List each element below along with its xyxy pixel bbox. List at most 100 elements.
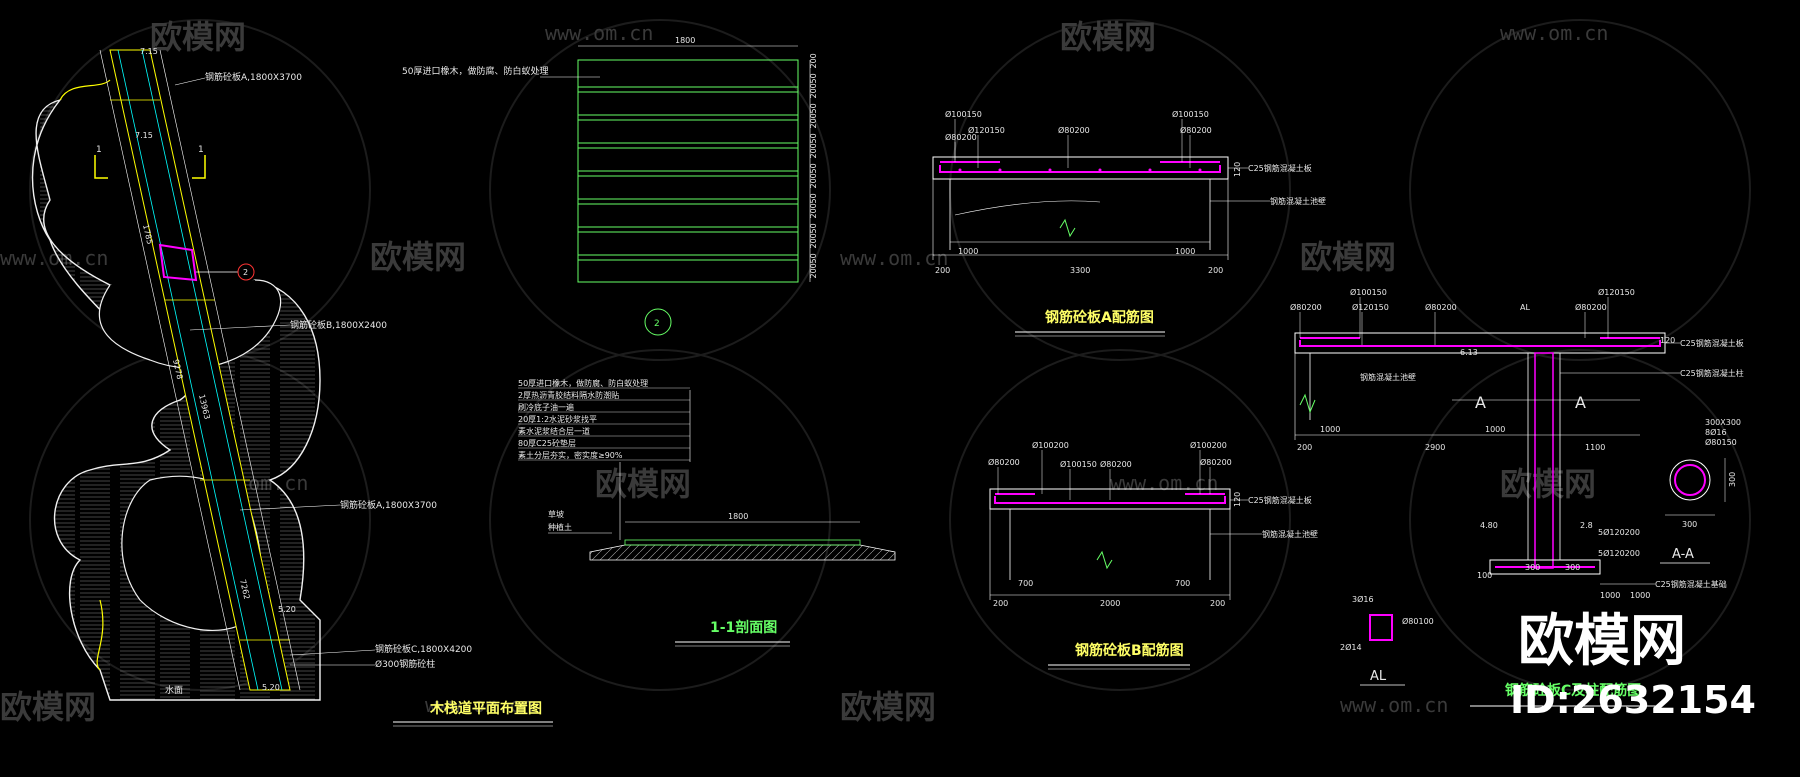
slab-c-rebar: Ø120150 (1352, 302, 1389, 312)
section-layer-note: 刷冷底子油一遍 (518, 402, 574, 412)
deck-plank-dim: 50 (809, 133, 818, 143)
deck-plank-dim: 200 (809, 233, 818, 248)
slab-a-rebar-detail: Ø100150Ø120150Ø80200Ø80200Ø100150Ø80200 … (932, 109, 1326, 337)
label-slab-a-mid: 钢筋砼板A,1800X3700 (340, 499, 437, 511)
deck-plank-detail: 1800 20050200502005020050200502005020050… (402, 36, 818, 336)
section-layer-note: 80厚C25砼垫层 (518, 438, 576, 448)
slab-b-rebar: Ø100150 (1060, 459, 1097, 469)
slab-b-dim: 200 (1210, 599, 1225, 608)
slab-c-dim: 120 (1660, 336, 1675, 345)
slab-c-dim: 1100 (1585, 443, 1605, 452)
section-1-1: 50厚进口橡木，做防腐、防白蚁处理2厚热沥青胶结料隔水防潮贴刷冷底子油一遍20厚… (518, 378, 896, 647)
section-mark-right: 1 (198, 145, 204, 155)
slab-a-rebar: Ø80200 (945, 132, 977, 142)
deck-plank-dim: 200 (809, 203, 818, 218)
slab-c-title: 钢筋砼板C及柱配筋图 (1505, 682, 1641, 699)
deck-plank-dim: 200 (809, 113, 818, 128)
section-layer-note: 2厚热沥青胶结料隔水防潮贴 (518, 390, 619, 400)
slab-c-mark: A (1575, 393, 1586, 412)
plan-dim: 5.20 (278, 605, 296, 614)
section-layer-notes: 50厚进口橡木，做防腐、防白蚁处理2厚热沥青胶结料隔水防潮贴刷冷底子油一遍20厚… (518, 378, 690, 461)
label-slab-b: 钢筋砼板B,1800X2400 (290, 319, 387, 331)
slab-c-rebar: Ø80200 (1425, 302, 1457, 312)
aa-rebar: Ø80150 (1705, 437, 1737, 447)
slab-a-rebar: Ø80200 (1180, 125, 1212, 135)
aa-dim: 300 (1728, 472, 1737, 487)
slab-c-dim: 100 (1477, 571, 1492, 580)
label-column: Ø300钢筋砼柱 (375, 658, 435, 670)
slab-a-rebar: Ø100150 (945, 109, 982, 119)
slab-a-dim: 200 (935, 266, 950, 275)
deck-plank-dim: 200 (809, 53, 818, 68)
slab-c-dim: 300 (1565, 563, 1580, 572)
slab-b-thickness: 120 (1233, 492, 1242, 507)
section-side-label: 草坡 (548, 509, 564, 519)
deck-plank-dim: 50 (809, 223, 818, 233)
watermark-brand: 欧模网 (150, 18, 246, 56)
plan-title: 木栈道平面布置图 (429, 700, 542, 717)
section-layer-note: 50厚进口橡木，做防腐、防白蚁处理 (518, 378, 648, 388)
slab-c-dim: 1000 (1600, 591, 1620, 600)
deck-plank-dim: 200 (809, 263, 818, 278)
watermark-site: www.om.cn (840, 246, 948, 270)
watermark-brand: 欧模网 (1060, 18, 1156, 56)
deck-plank-dim: 50 (809, 253, 818, 263)
slab-c-dim: 1000 (1485, 425, 1505, 434)
slab-b-note: C25钢筋混凝土板 (1248, 495, 1312, 505)
slab-b-note: 钢筋混凝土池壁 (1262, 529, 1318, 539)
deck-plank-dim: 50 (809, 73, 818, 83)
slab-a-thickness: 120 (1233, 162, 1242, 177)
deck-detail-number: 2 (654, 319, 660, 329)
slab-a-rebar: Ø100150 (1172, 109, 1209, 119)
label-slab-c: 钢筋砼板C,1800X4200 (375, 643, 472, 655)
aa-dim: 300 (1682, 520, 1697, 529)
plan-dim: 7262 (238, 578, 251, 600)
label-slab-a-top: 钢筋砼板A,1800X3700 (205, 71, 302, 83)
slab-a-note: C25钢筋混凝土板 (1248, 163, 1312, 173)
slab-c-note: 钢筋混凝土池壁 (1360, 372, 1416, 382)
al-rebar: Ø80100 (1402, 616, 1434, 626)
slab-c-mark: A (1475, 393, 1486, 412)
slab-a-note: 钢筋混凝土池壁 (1270, 196, 1326, 206)
watermark-site: www.om.cn (1340, 693, 1448, 717)
slab-c-dim: 2900 (1425, 443, 1445, 452)
plan-dim: 7.15 (140, 47, 158, 56)
slab-b-rebar: Ø80200 (1100, 459, 1132, 469)
aa-rebar: 8Ø16 (1705, 427, 1727, 437)
watermark-site: www.om.cn (1110, 471, 1218, 495)
slab-a-dim: 1000 (1175, 247, 1195, 256)
slab-b-dim: 200 (993, 599, 1008, 608)
slab-c-base-rebar: 5Ø120200 (1598, 527, 1640, 537)
plan-dim: 9278 (171, 358, 184, 380)
slab-c-rebar: Ø120150 (1598, 287, 1635, 297)
slab-c-dim: 1000 (1320, 425, 1340, 434)
section-width-dim: 1800 (728, 512, 748, 521)
section-mark-left: 1 (96, 145, 102, 155)
plan-view: 2 1 1 7.15 7.15 1785 9278 13963 7262 5.2… (31, 47, 553, 727)
slab-c-note: C25钢筋混凝土基础 (1655, 579, 1727, 589)
slab-b-dim: 2000 (1100, 599, 1120, 608)
slab-a-dim: 200 (1208, 266, 1223, 275)
watermark-site: www.om.cn (1500, 21, 1608, 45)
section-side-label: 种植土 (548, 522, 572, 532)
watermark-site: www.om.cn (425, 693, 533, 717)
slab-a-dim: 1000 (958, 247, 978, 256)
deck-note: 50厚进口橡木，做防腐、防白蚁处理 (402, 65, 548, 77)
watermark-brand-large: 欧模网 (1518, 609, 1686, 674)
slab-c-mark: 2.8 (1580, 521, 1593, 530)
slab-c-rebar: Ø80200 (1290, 302, 1322, 312)
slab-b-dim: 700 (1175, 579, 1190, 588)
slab-c-dim: 200 (1297, 443, 1312, 452)
watermark-site: www.om.cn (545, 21, 653, 45)
slab-a-title: 钢筋砼板A配筋图 (1045, 309, 1154, 326)
deck-plank-dim: 200 (809, 173, 818, 188)
al-rebar: 3Ø16 (1352, 594, 1374, 604)
slab-c-rebar: Ø100150 (1350, 287, 1387, 297)
deck-plank-dim: 200 (809, 143, 818, 158)
slab-b-dim: 700 (1018, 579, 1033, 588)
slab-c-mark: 4.80 (1480, 521, 1498, 530)
section-layer-note: 素土分层夯实，密实度≥90% (518, 450, 623, 460)
deck-plank-dim: 50 (809, 103, 818, 113)
